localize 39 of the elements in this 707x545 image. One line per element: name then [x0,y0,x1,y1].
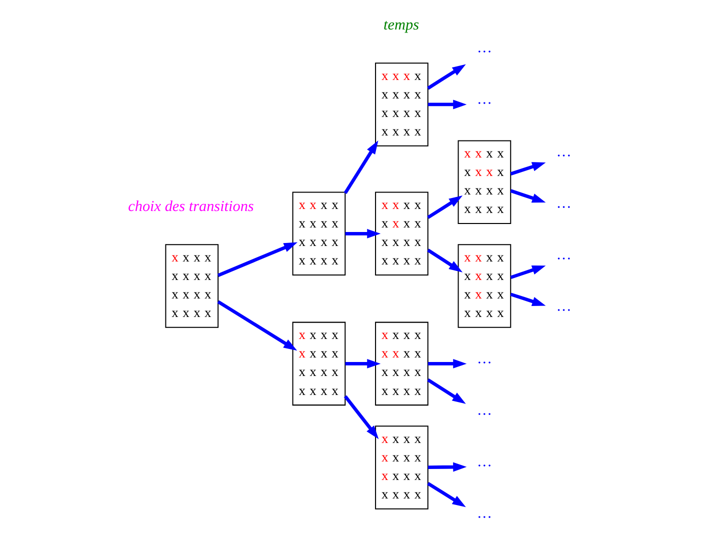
node-text: ··· [476,508,492,526]
arrow [343,140,378,194]
node-box: x x x x x x x x x x x x x x x x [292,192,346,276]
node-box: x x x x x x x x x x x x x x x x [292,322,346,406]
node-box: x x x x x x x x x x x x x x x x [457,244,511,328]
node-text: ··· [476,457,492,474]
arrow [344,228,380,238]
node-text: ··· [556,302,571,320]
arrow [510,292,546,306]
node-box: x x x x x x x x x x x x x x x x [374,62,428,146]
node-text: ··· [556,250,571,268]
arrow [426,196,462,219]
arrow [427,100,466,110]
arrow [216,300,297,351]
label: choix des transitions [128,198,254,216]
arrow [427,358,466,368]
node-text: ··· [476,406,492,423]
arrow [510,189,546,203]
node-box: x x x x x x x x x x x x x x x x [164,244,218,328]
node-text: ··· [476,44,492,61]
node-text: ··· [556,148,571,165]
arrow [343,395,378,440]
node-box: x x x x x x x x x x x x x x x x [374,192,428,276]
arrow [427,462,466,472]
arrow [426,64,466,90]
arrow [510,265,546,280]
label: temps [383,16,418,34]
node-box: x x x x x x x x x x x x x x x x [457,140,511,224]
node-box: x x x x x x x x x x x x x x x x [374,322,428,406]
arrow [344,358,380,368]
node-text: ··· [556,199,571,216]
node-box: x x x x x x x x x x x x x x x x [374,426,428,510]
arrow [426,482,466,508]
arrow [510,162,546,176]
node-text: ··· [476,95,492,112]
arrow [426,378,466,404]
node-text: ··· [476,354,492,372]
arrow [426,248,462,272]
arrow [216,242,297,277]
